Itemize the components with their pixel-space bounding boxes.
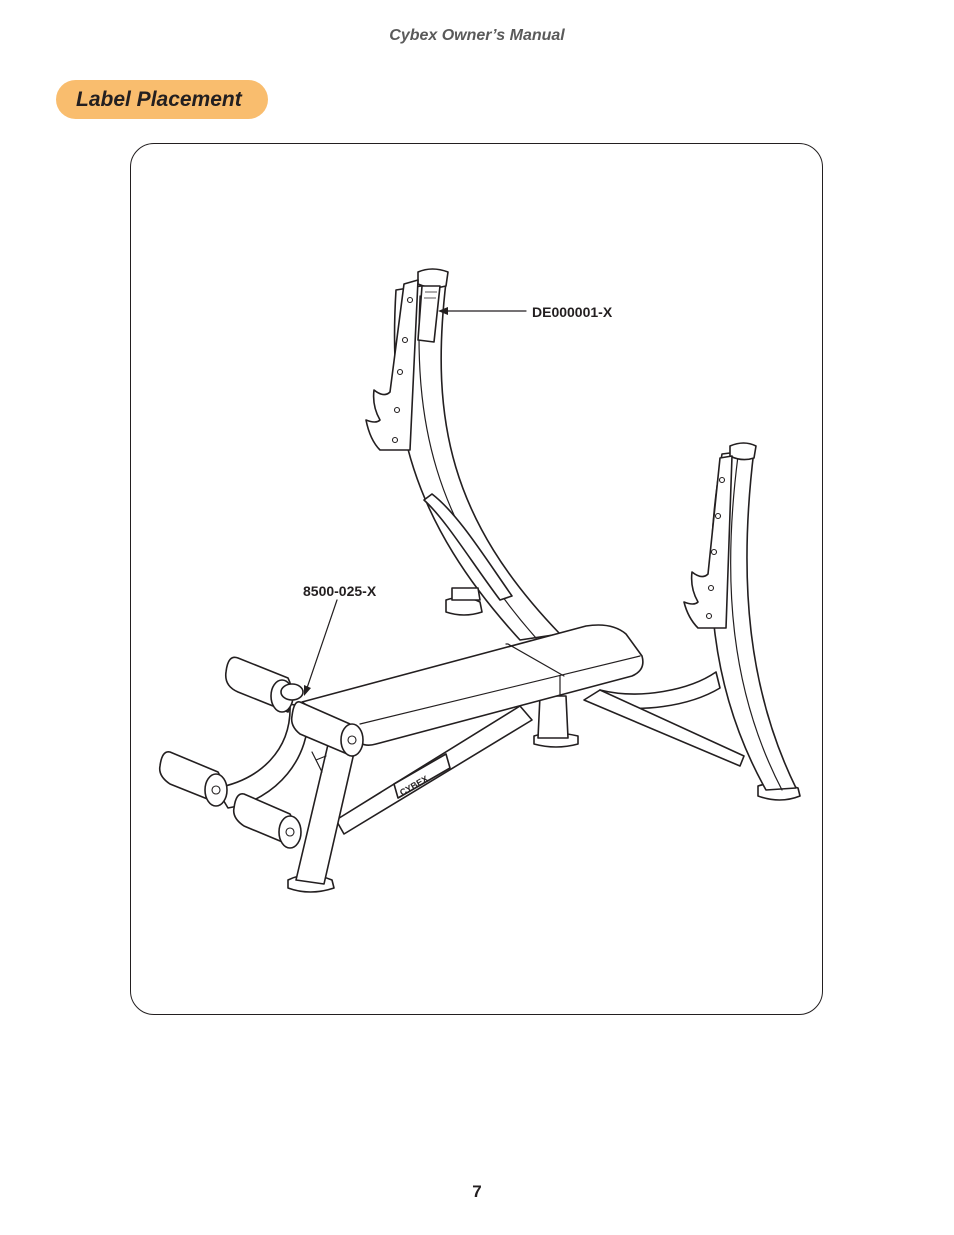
- arrowhead-upright: [438, 307, 448, 315]
- callout-leaders: [304, 307, 527, 696]
- page-number: 7: [472, 1182, 482, 1201]
- figure-frame: [130, 143, 823, 1015]
- front-frame: [215, 703, 533, 893]
- callout-upright-label: DE000001-X: [532, 304, 613, 320]
- upright-label-sticker: [417, 285, 441, 343]
- foot-rollers: [158, 656, 364, 849]
- section-title: Label Placement: [56, 80, 268, 119]
- callout-pad-label: 8500-025-X: [303, 583, 377, 599]
- arrowhead-pad: [304, 685, 311, 696]
- center-post: [533, 695, 579, 748]
- left-upright: [365, 268, 561, 641]
- running-header: Cybex Owner’s Manual: [389, 27, 565, 44]
- right-upright: [583, 442, 801, 801]
